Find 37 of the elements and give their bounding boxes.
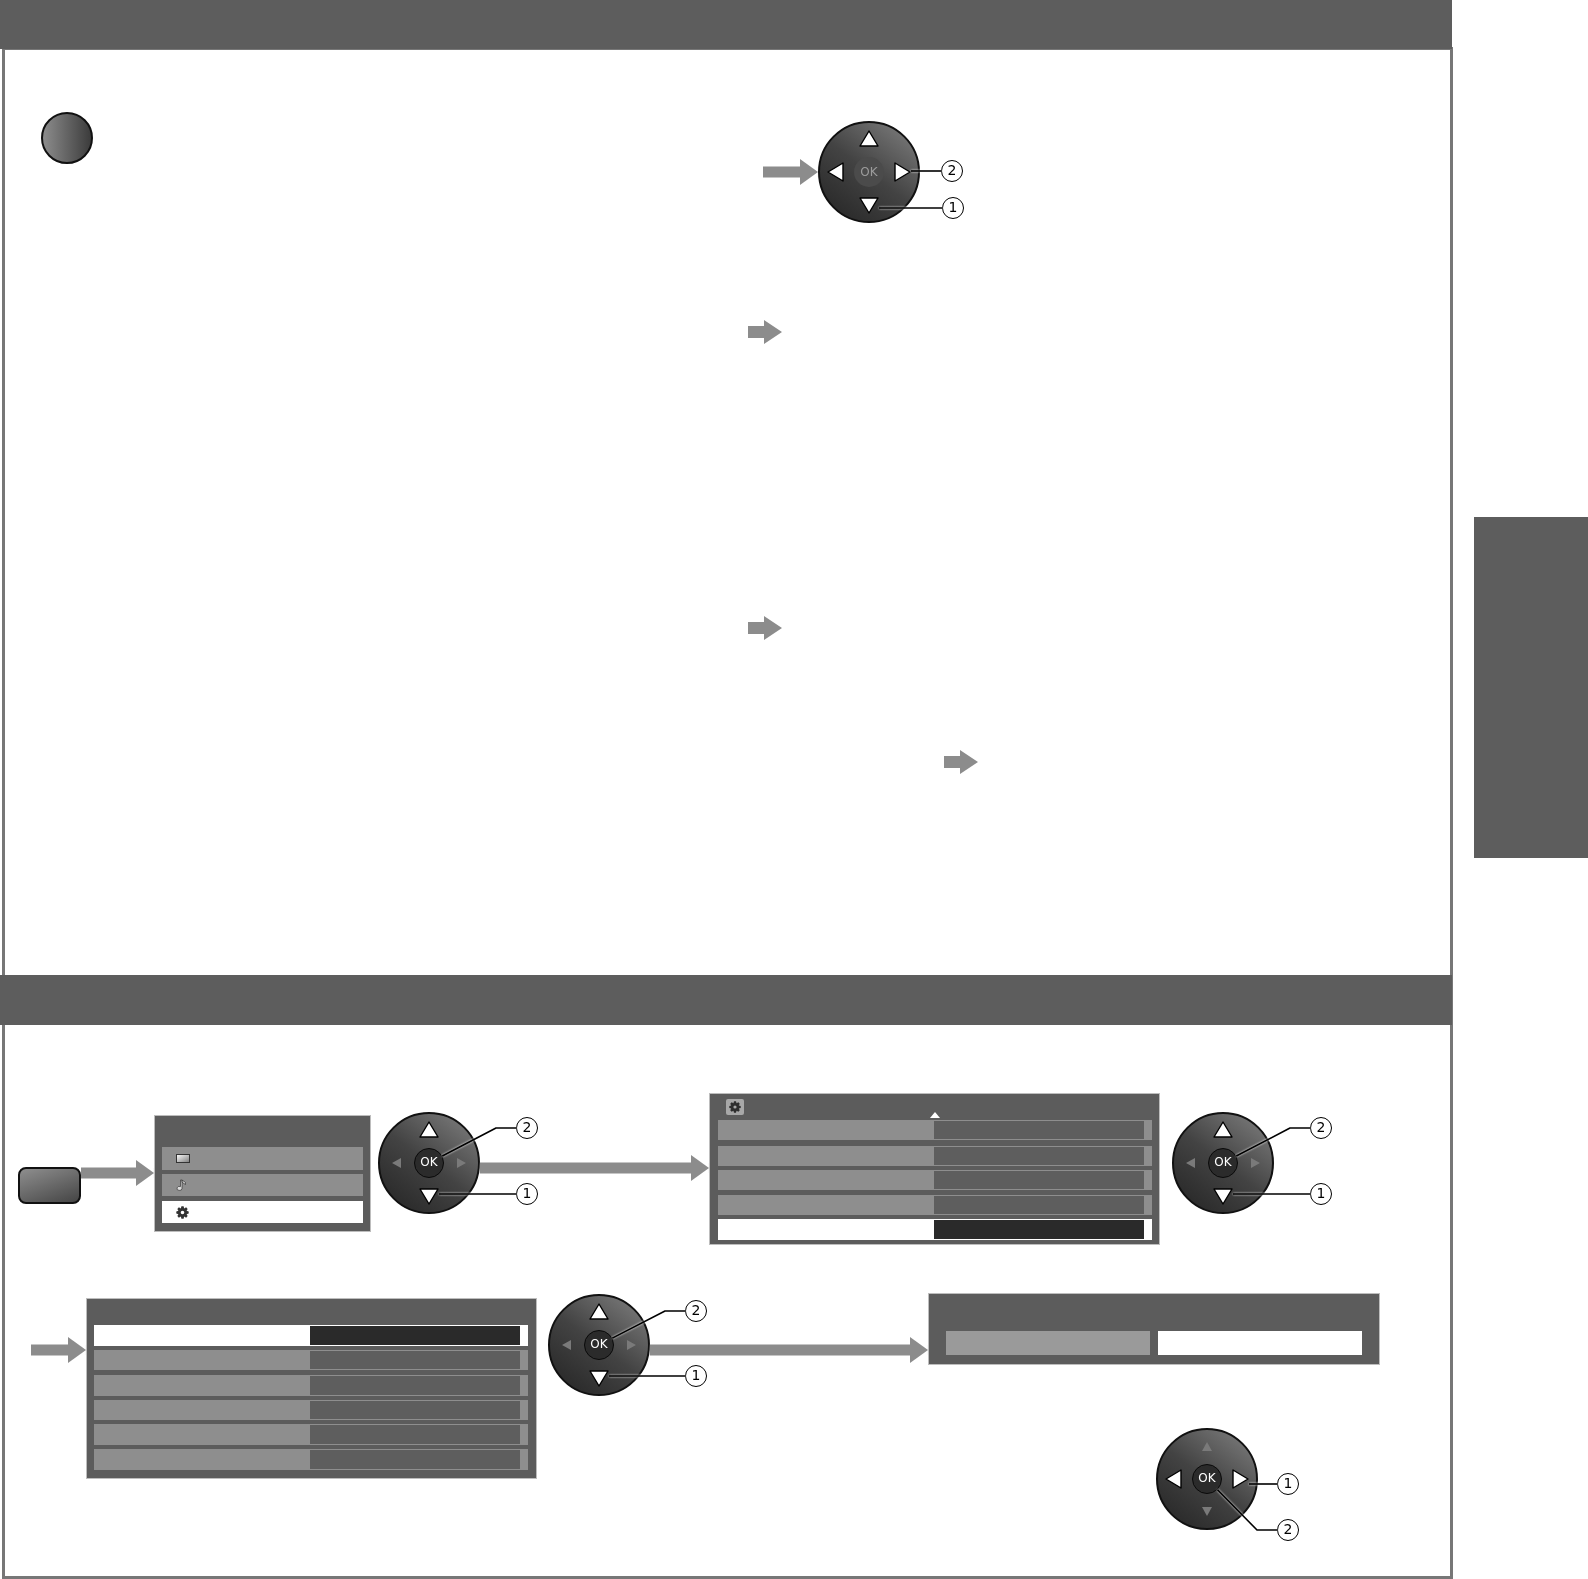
callout-number: 2	[1310, 1117, 1332, 1139]
down-arrow-icon	[419, 1188, 439, 1205]
direction-pad	[818, 121, 920, 223]
callout-number: 2	[1277, 1519, 1299, 1541]
menu-screen	[928, 1293, 1380, 1365]
callout-number: 1	[1310, 1183, 1332, 1205]
direction-pad	[378, 1112, 480, 1214]
leader-line	[438, 1193, 517, 1195]
callout-number: 2	[685, 1300, 707, 1322]
callout-number: 2	[516, 1117, 538, 1139]
callout-number: 1	[516, 1183, 538, 1205]
direction-pad	[548, 1294, 650, 1396]
direction-pad	[1172, 1112, 1274, 1214]
callout-number: 1	[685, 1365, 707, 1387]
down-arrow-icon	[589, 1370, 609, 1387]
leader-line	[441, 1127, 517, 1157]
callout-number: 1	[1277, 1473, 1299, 1495]
remote-button	[18, 1167, 81, 1204]
menu-screen	[154, 1115, 371, 1232]
leader-line	[1232, 1193, 1311, 1195]
leader-line	[608, 1375, 686, 1377]
right-arrow-icon	[1232, 1469, 1249, 1489]
direction-pad	[1156, 1428, 1258, 1530]
leader-line	[1235, 1127, 1311, 1157]
callout-number: 1	[942, 197, 964, 219]
leader-line	[611, 1310, 686, 1339]
leader-line	[878, 207, 943, 209]
callout-number: 2	[941, 160, 963, 182]
leader-line	[910, 170, 942, 172]
leader-line	[1216, 1488, 1278, 1531]
menu-screen	[86, 1298, 537, 1479]
down-arrow-icon	[1213, 1188, 1233, 1205]
menu-screen	[709, 1093, 1160, 1245]
down-arrow-icon	[859, 197, 879, 214]
leader-line	[1248, 1483, 1278, 1485]
side-tab	[1474, 517, 1588, 858]
right-arrow-icon	[894, 162, 911, 182]
